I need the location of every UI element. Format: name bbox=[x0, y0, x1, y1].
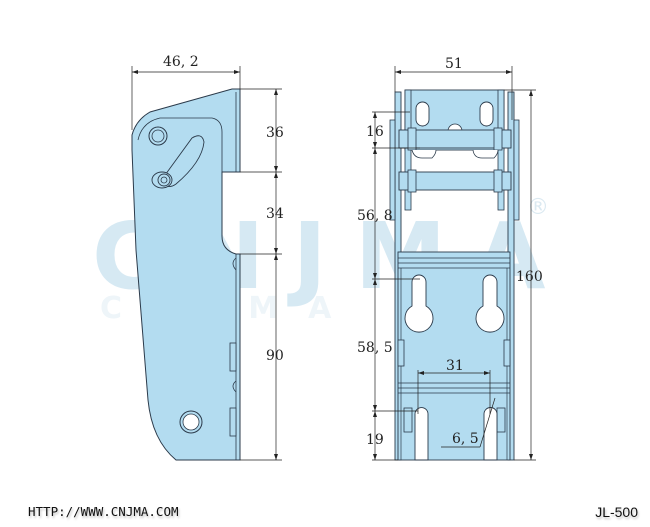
model-number: JL-500 bbox=[595, 504, 638, 520]
registered-mark-icon: ® bbox=[527, 195, 549, 220]
dim-front-top-offset: 16 bbox=[366, 124, 384, 140]
dim-side-upper: 36 bbox=[266, 125, 284, 141]
dim-front-middle-span: 58, 5 bbox=[357, 340, 393, 356]
website-url: HTTP://WWW.CNJMA.COM bbox=[28, 504, 179, 519]
front-view: 51 160 16 56, 8 58, 5 19 31 bbox=[357, 56, 543, 461]
dim-front-bottom-span: 19 bbox=[366, 432, 384, 448]
dim-slot-radius: 6, 5 bbox=[452, 431, 479, 447]
dim-side-lower: 90 bbox=[266, 348, 284, 364]
dim-side-middle: 34 bbox=[266, 206, 284, 222]
dim-front-upper-span: 56, 8 bbox=[357, 208, 393, 224]
dim-front-height: 160 bbox=[516, 269, 543, 285]
dim-slot-spacing: 31 bbox=[446, 358, 464, 374]
dim-side-width: 46, 2 bbox=[163, 54, 199, 70]
dim-front-width: 51 bbox=[445, 56, 463, 72]
side-view-body bbox=[131, 88, 241, 461]
side-view: 46, 2 36 34 90 bbox=[131, 54, 284, 461]
side-view-lever-plate bbox=[137, 117, 223, 236]
